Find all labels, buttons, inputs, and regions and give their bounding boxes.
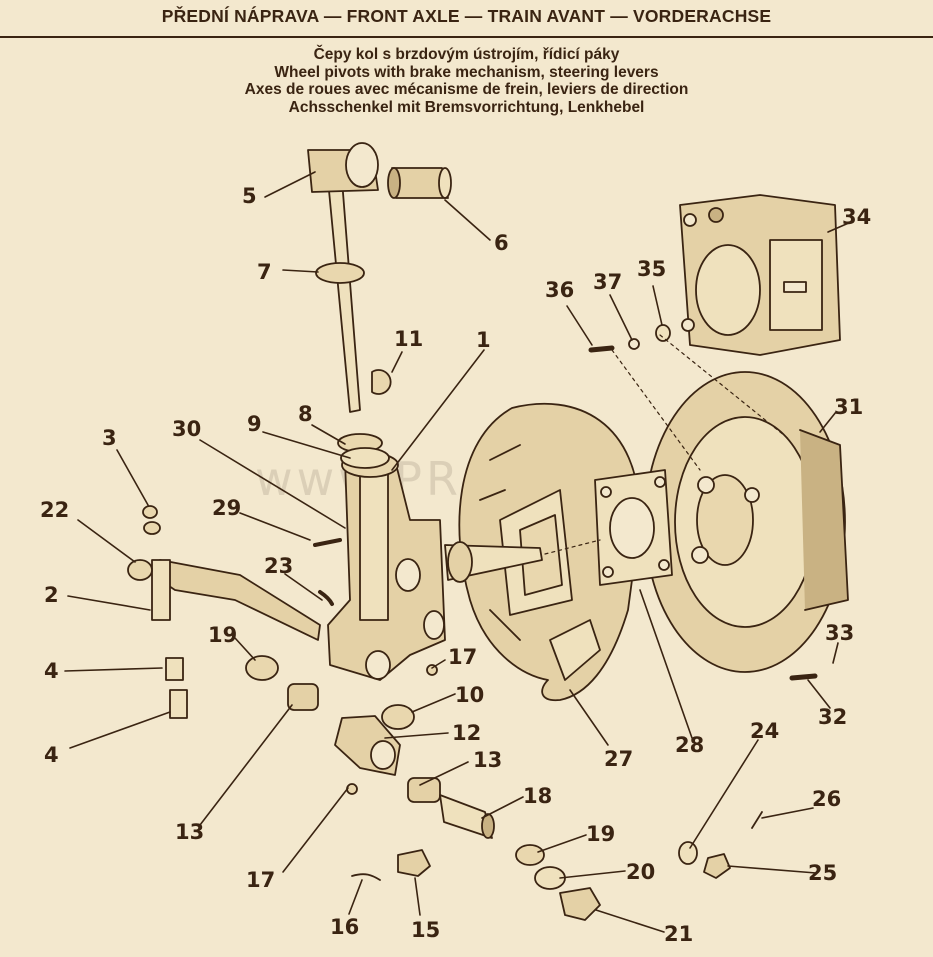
bolt-part	[313, 538, 342, 547]
subtitle-block: Čepy kol s brzdovým ústrojím, řídicí pák…	[0, 46, 933, 116]
caliper-bolt-part	[588, 345, 615, 353]
dust-cap-part	[143, 521, 161, 535]
nut-part	[703, 853, 731, 879]
cotter-pin-part	[351, 873, 381, 881]
callout-12: 12	[452, 721, 481, 745]
callout-2: 2	[44, 583, 59, 607]
grease-nipple-part	[346, 783, 358, 795]
page-header-title: PŘEDNÍ NÁPRAVA — FRONT AXLE — TRAIN AVAN…	[161, 6, 772, 26]
subtitle-french: Axes de roues avec mécanisme de frein, l…	[244, 81, 689, 98]
grease-nipple-part	[426, 664, 438, 676]
callout-30: 30	[172, 417, 201, 441]
callout-20: 20	[626, 860, 655, 884]
callout-35: 35	[637, 257, 666, 281]
callout-23: 23	[264, 554, 293, 578]
callout-28: 28	[675, 733, 704, 757]
subtitle-czech: Čepy kol s brzdovým ústrojím, řídicí pák…	[313, 46, 620, 63]
callout-5: 5	[242, 184, 257, 208]
callout-33: 33	[825, 621, 854, 645]
caliper-mount-plate-part	[594, 469, 673, 586]
callout-13: 13	[473, 748, 502, 772]
needle-bearing-part	[287, 683, 319, 711]
stub-axle-spindle-part	[444, 541, 543, 583]
brake-caliper-part	[679, 194, 841, 356]
hub-nut-part	[559, 887, 601, 921]
callout-15: 15	[411, 918, 440, 942]
assembly-guide-lines	[544, 334, 791, 555]
steering-lever-part	[127, 559, 321, 641]
callout-24: 24	[750, 719, 779, 743]
callout-13: 13	[175, 820, 204, 844]
callout-27: 27	[604, 747, 633, 771]
woodruff-key-part	[371, 369, 392, 395]
seal-ring-part	[245, 655, 279, 681]
spacer-tube-end	[481, 813, 495, 839]
bush-part	[165, 657, 184, 681]
lower-pivot-bore	[370, 740, 396, 770]
castle-nut-part	[397, 849, 431, 877]
callout-21: 21	[664, 922, 693, 946]
bush-part	[169, 689, 188, 719]
callout-1: 1	[476, 328, 491, 352]
key-part	[318, 590, 334, 606]
callout-9: 9	[247, 412, 262, 436]
seal-ring-part	[515, 844, 545, 866]
callout-leader-lines	[64, 171, 852, 933]
brake-disc-part	[644, 371, 849, 673]
subtitle-german: Achsschenkel mit Bremsvorrichtung, Lenkh…	[288, 98, 645, 116]
header-rule	[0, 36, 933, 38]
callout-4: 4	[44, 659, 59, 683]
callout-29: 29	[212, 496, 241, 520]
callout-6: 6	[494, 231, 509, 255]
needle-bearing-part	[407, 777, 441, 803]
callout-18: 18	[523, 784, 552, 808]
lock-washer-part	[678, 841, 698, 865]
callout-19: 19	[586, 822, 615, 846]
callout-17: 17	[448, 645, 477, 669]
callout-31: 31	[834, 395, 863, 419]
bushing-part	[387, 167, 452, 199]
callout-22: 22	[40, 498, 69, 522]
dust-cap-part	[142, 505, 158, 519]
callout-17: 17	[246, 868, 275, 892]
callout-19: 19	[208, 623, 237, 647]
callout-8: 8	[298, 402, 313, 426]
seal-ring-part	[340, 447, 390, 469]
callout-numbers: 1 2 3 4 4 5 6 7 8 9 10 11 12 13 13 15 16…	[40, 184, 871, 946]
callout-11: 11	[394, 327, 423, 351]
brake-backing-plate-part	[458, 402, 641, 702]
callout-37: 37	[593, 270, 622, 294]
spring-washer-part	[628, 338, 640, 350]
callout-32: 32	[818, 705, 847, 729]
thrust-bearing-part	[381, 704, 415, 730]
callout-16: 16	[330, 915, 359, 939]
bolt-part	[789, 673, 818, 681]
washer-part	[655, 324, 671, 342]
king-pin-part	[307, 142, 379, 413]
callout-3: 3	[102, 426, 117, 450]
callout-4: 4	[44, 743, 59, 767]
subtitle-english: Wheel pivots with brake mechanism, steer…	[274, 63, 659, 81]
callout-10: 10	[455, 683, 484, 707]
spacer-tube-part	[439, 794, 493, 839]
callout-36: 36	[545, 278, 574, 302]
callout-26: 26	[812, 787, 841, 811]
split-pin-part	[751, 811, 763, 829]
callout-25: 25	[808, 861, 837, 885]
callout-34: 34	[842, 205, 871, 229]
callout-7: 7	[257, 260, 272, 284]
